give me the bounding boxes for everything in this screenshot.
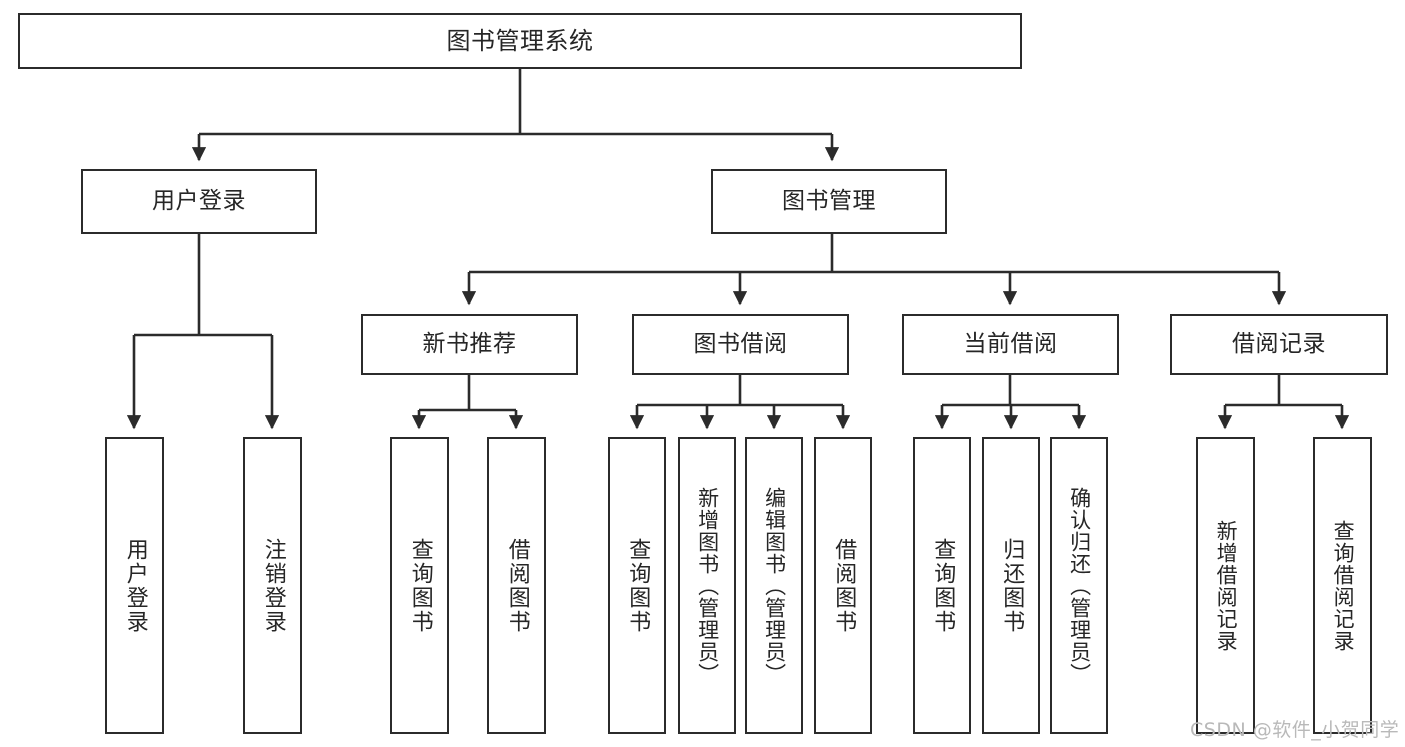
node-leaf-query-book-1-label: 查询图书 xyxy=(407,537,433,634)
node-leaf-user-logout-label: 注销登录 xyxy=(260,537,286,634)
node-user-login[interactable]: 用户登录 xyxy=(81,169,317,234)
node-leaf-query-book-2-label: 查询图书 xyxy=(625,537,651,634)
node-leaf-borrow-book-1[interactable]: 借阅图书 xyxy=(487,437,546,734)
node-leaf-query-record-label: 查询借阅记录 xyxy=(1331,519,1356,652)
node-leaf-confirm-return-label: 确认归还（管理员） xyxy=(1067,486,1092,685)
node-leaf-borrow-book-1-label: 借阅图书 xyxy=(504,537,530,634)
node-leaf-query-book-3[interactable]: 查询图书 xyxy=(913,437,971,734)
node-leaf-add-book-label: 新增图书（管理员） xyxy=(695,486,720,685)
node-current-borrow[interactable]: 当前借阅 xyxy=(902,314,1119,375)
node-book-borrow[interactable]: 图书借阅 xyxy=(632,314,849,375)
node-book-manage-label: 图书管理 xyxy=(782,187,876,214)
node-leaf-add-record-label: 新增借阅记录 xyxy=(1214,519,1239,652)
node-leaf-add-book[interactable]: 新增图书（管理员） xyxy=(678,437,736,734)
node-leaf-user-login-label: 用户登录 xyxy=(122,537,148,634)
node-leaf-query-book-3-label: 查询图书 xyxy=(930,537,956,634)
node-borrow-record-label: 借阅记录 xyxy=(1232,330,1326,357)
node-new-book-rec-label: 新书推荐 xyxy=(422,330,517,357)
node-book-borrow-label: 图书借阅 xyxy=(693,330,788,357)
node-leaf-return-book[interactable]: 归还图书 xyxy=(982,437,1040,734)
node-leaf-confirm-return[interactable]: 确认归还（管理员） xyxy=(1050,437,1108,734)
node-leaf-edit-book[interactable]: 编辑图书（管理员） xyxy=(745,437,803,734)
node-leaf-query-book-1[interactable]: 查询图书 xyxy=(390,437,449,734)
node-leaf-borrow-book-2-label: 借阅图书 xyxy=(831,537,857,634)
node-leaf-user-login[interactable]: 用户登录 xyxy=(105,437,164,734)
watermark: CSDN @软件_小贺同学 xyxy=(1190,719,1400,741)
node-user-login-label: 用户登录 xyxy=(152,187,246,214)
node-leaf-query-record[interactable]: 查询借阅记录 xyxy=(1313,437,1372,734)
node-leaf-borrow-book-2[interactable]: 借阅图书 xyxy=(814,437,872,734)
node-new-book-rec[interactable]: 新书推荐 xyxy=(361,314,578,375)
node-book-manage[interactable]: 图书管理 xyxy=(711,169,947,234)
node-borrow-record[interactable]: 借阅记录 xyxy=(1170,314,1388,375)
node-leaf-user-logout[interactable]: 注销登录 xyxy=(243,437,302,734)
node-leaf-return-book-label: 归还图书 xyxy=(999,537,1025,634)
node-leaf-query-book-2[interactable]: 查询图书 xyxy=(608,437,666,734)
node-leaf-edit-book-label: 编辑图书（管理员） xyxy=(762,486,787,685)
node-root[interactable]: 图书管理系统 xyxy=(18,13,1022,69)
node-current-borrow-label: 当前借阅 xyxy=(963,330,1058,357)
node-root-label: 图书管理系统 xyxy=(446,26,594,55)
node-leaf-add-record[interactable]: 新增借阅记录 xyxy=(1196,437,1255,734)
